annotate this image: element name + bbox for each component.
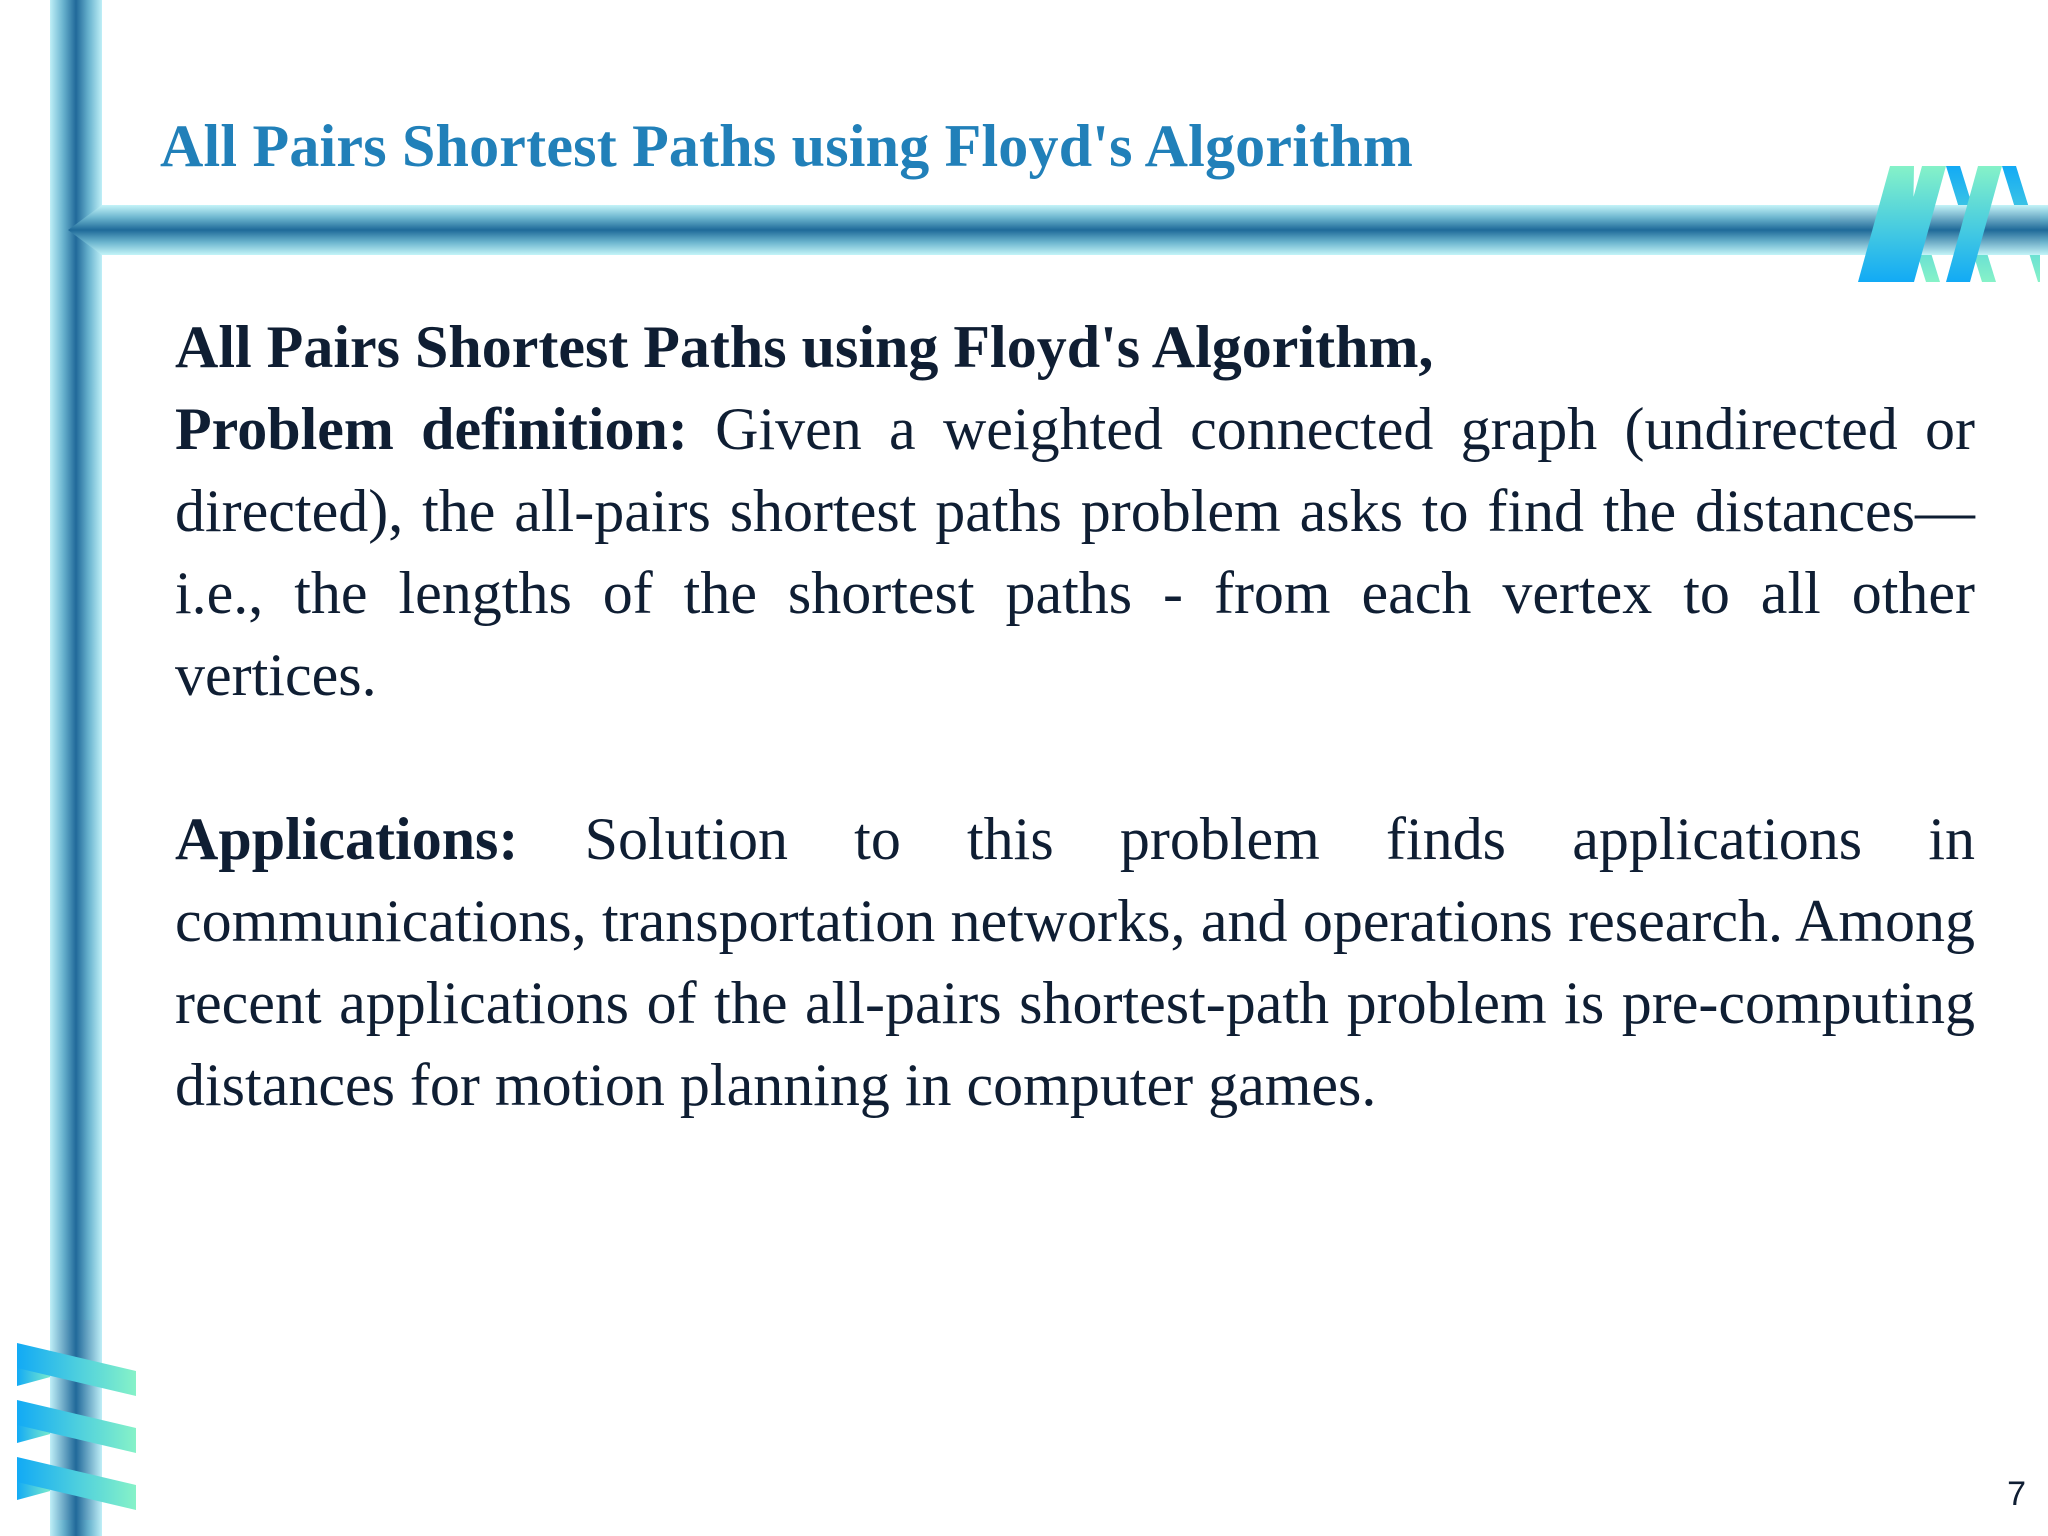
paragraph-spacer <box>175 716 1975 798</box>
ribbon-logo-icon <box>1830 166 2040 282</box>
page-number: 7 <box>2007 1475 2026 1513</box>
applications-label: Applications: <box>175 806 519 872</box>
slide-title: All Pairs Shortest Paths using Floyd's A… <box>160 113 1414 179</box>
body-heading: All Pairs Shortest Paths using Floyd's A… <box>175 314 1434 380</box>
problem-definition-paragraph: Problem definition: Given a weighted con… <box>175 388 1975 716</box>
ribbon-logo-icon <box>17 1320 136 1520</box>
horizontal-frame-bar <box>68 205 2048 255</box>
problem-definition-label: Problem definition: <box>175 396 688 462</box>
applications-text: Solution to this problem finds applicati… <box>175 806 1975 1118</box>
vertical-frame-bar <box>50 0 102 1536</box>
applications-paragraph: Applications: Solution to this problem f… <box>175 798 1975 1126</box>
problem-definition-text: Given a weighted connected graph (undire… <box>175 396 1975 708</box>
slide-body: All Pairs Shortest Paths using Floyd's A… <box>175 306 1975 1126</box>
